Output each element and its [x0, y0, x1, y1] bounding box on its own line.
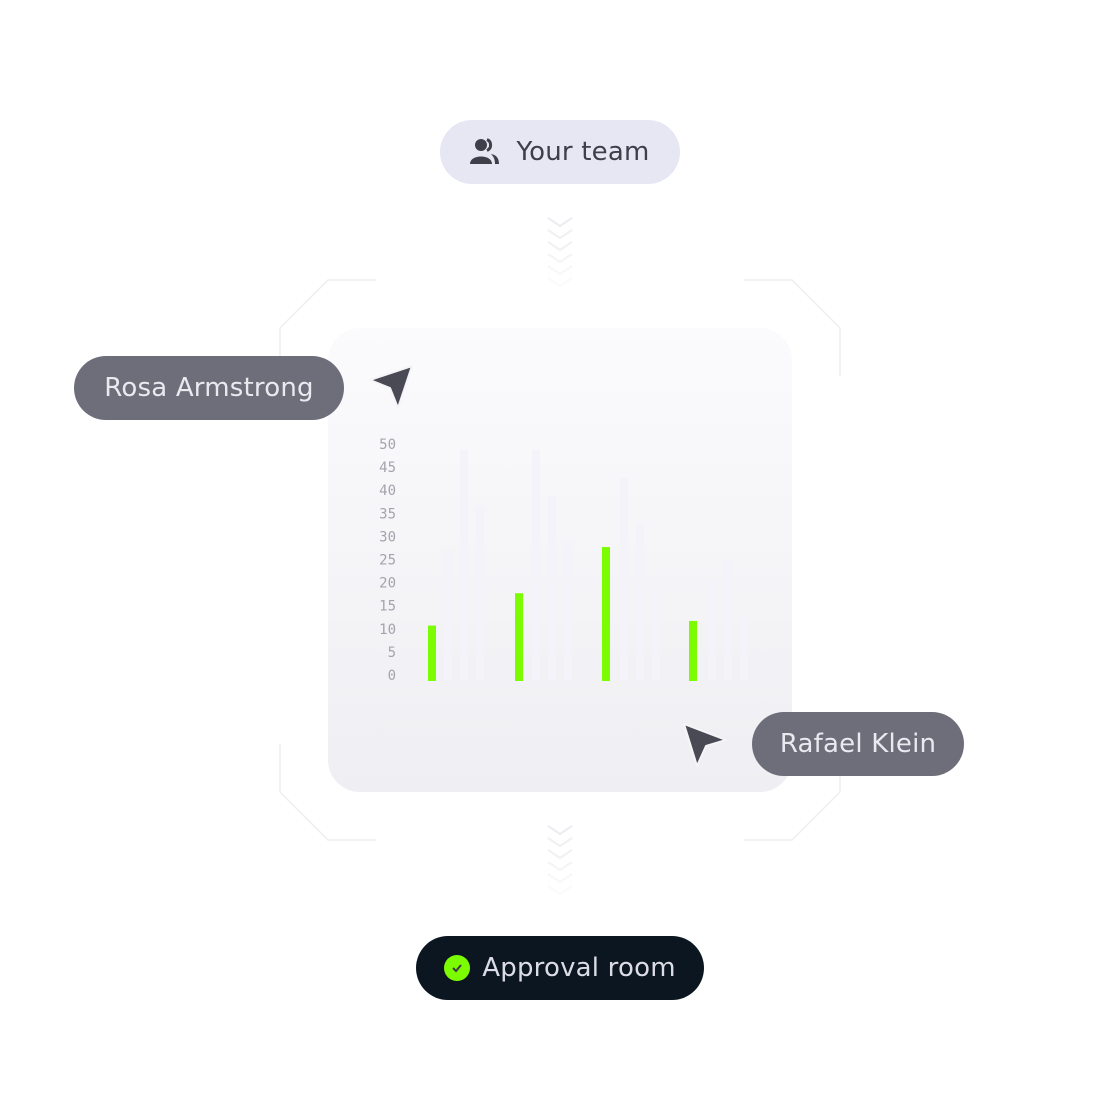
y-tick-label: 20 — [379, 576, 396, 592]
background-bar — [532, 450, 540, 681]
y-tick-label: 0 — [388, 668, 396, 684]
check-circle-icon — [444, 955, 471, 981]
y-tick-label: 10 — [379, 622, 396, 638]
background-bar — [724, 560, 732, 681]
background-bar — [708, 579, 716, 681]
user-tag-rosa: Rosa Armstrong — [74, 356, 344, 420]
approval-room-label: Approval room — [482, 953, 676, 983]
background-bar — [620, 477, 628, 681]
user-name: Rafael Klein — [779, 729, 937, 759]
background-bar — [740, 616, 748, 681]
your-team-pill[interactable]: Your team — [440, 120, 680, 184]
y-tick-label: 5 — [388, 645, 396, 661]
chevrons-down-icon — [547, 217, 573, 896]
background-bar — [444, 551, 452, 681]
your-team-label: Your team — [516, 137, 650, 167]
bar — [515, 593, 523, 681]
users-icon — [470, 138, 500, 164]
background-bar — [476, 505, 484, 681]
y-tick-label: 50 — [379, 437, 396, 453]
background-bar — [652, 588, 660, 681]
background-bar — [636, 523, 644, 681]
user-name: Rosa Armstrong — [104, 373, 314, 403]
y-tick-label: 45 — [379, 460, 396, 476]
bar — [428, 625, 436, 681]
y-tick-label: 40 — [379, 483, 396, 499]
y-tick-label: 30 — [379, 529, 396, 545]
y-tick-label: 15 — [379, 599, 396, 615]
background-bar — [548, 496, 556, 681]
background-bar — [460, 450, 468, 681]
background-bar — [564, 542, 572, 681]
y-tick-label: 25 — [379, 553, 396, 569]
y-tick-label: 35 — [379, 506, 396, 522]
user-tag-rafael: Rafael Klein — [752, 712, 964, 776]
bar — [689, 620, 697, 681]
approval-room-button[interactable]: Approval room — [416, 936, 704, 1000]
bar — [602, 547, 610, 681]
